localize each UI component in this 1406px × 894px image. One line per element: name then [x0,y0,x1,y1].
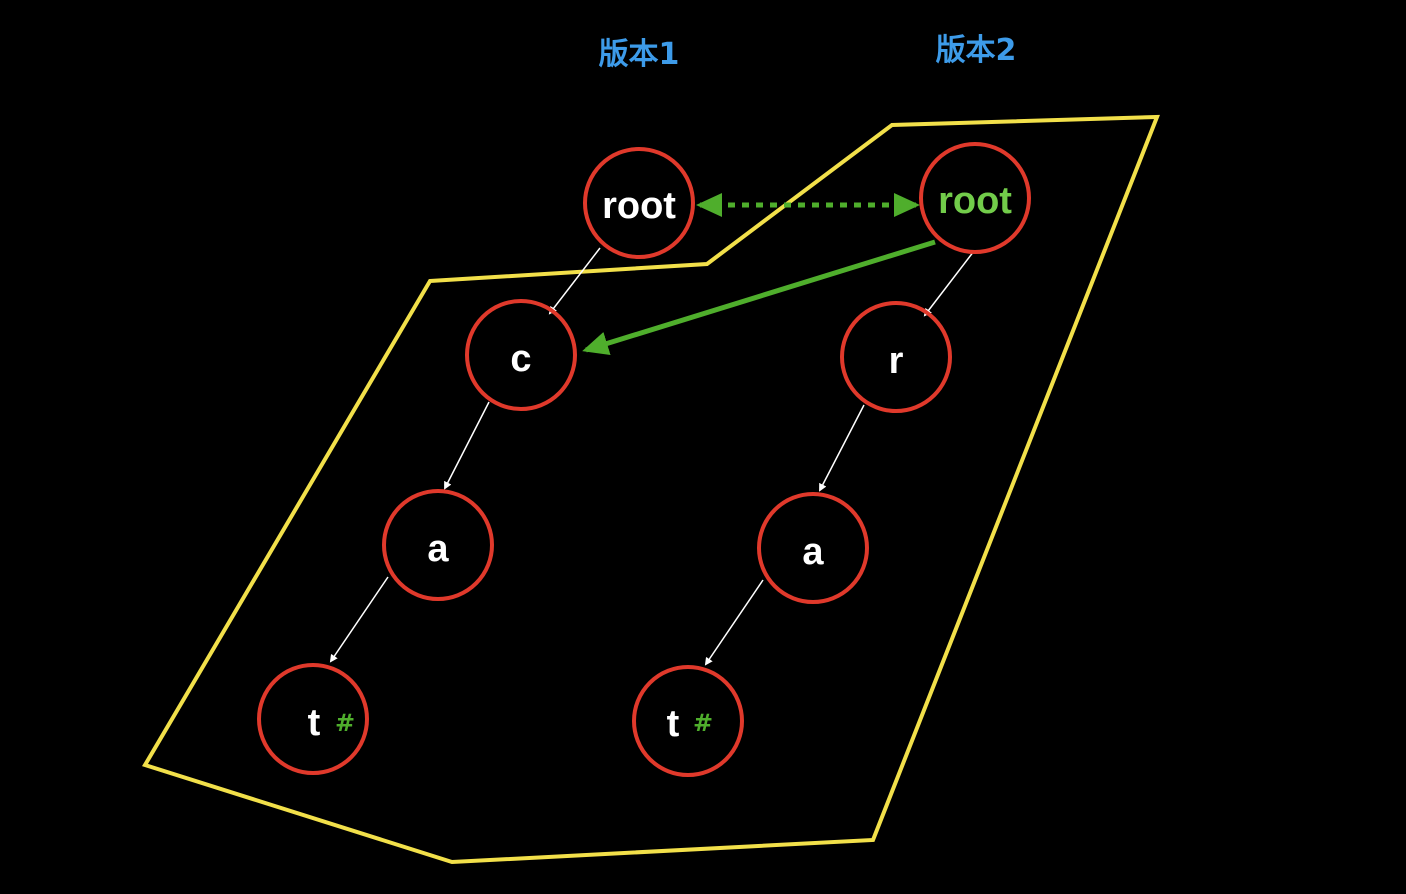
edge-a2-t2 [704,579,764,666]
node-label: t [308,702,321,744]
edge-root2-r [923,250,975,317]
node-label: a [427,528,449,570]
node-a-v1 [382,489,494,601]
node-a-v2 [757,492,869,604]
edge-r-a2 [819,404,865,492]
version1-title: 版本1 [599,37,680,72]
node-r-v2 [840,301,952,413]
node-label: root [602,185,676,227]
edge-c-a1 [444,401,490,490]
node-label: r [889,340,904,382]
version2-title: 版本2 [936,33,1017,68]
node-label: c [510,338,531,380]
node-c-v1 [465,299,577,411]
version2-boundary [142,114,1160,865]
shared-child-arrow [582,239,936,355]
node-label: t [667,703,680,745]
edge-root1-c [548,247,601,315]
word-end-mark: # [693,709,713,737]
node-root-v1 [583,147,695,259]
node-t-v2 [632,665,744,777]
node-label: a [802,531,824,573]
node-root-v2 [919,142,1031,254]
edges [329,247,975,666]
node-label: root [938,180,1012,222]
node-t-v1 [257,663,369,775]
word-end-mark: # [335,709,355,737]
edge-a1-t1 [329,576,389,663]
